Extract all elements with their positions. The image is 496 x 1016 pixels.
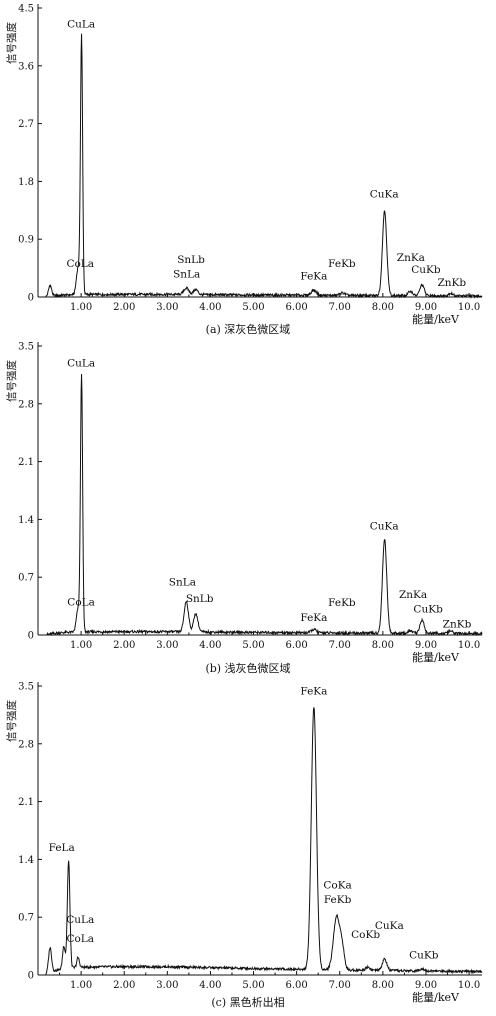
peak-label: CuKb [411, 264, 441, 276]
y-tick-label: 2.8 [18, 739, 34, 750]
x-tick-label: 9.00 [415, 980, 437, 991]
y-tick-label: 2.1 [18, 457, 34, 468]
peak-label: CoLa [66, 933, 94, 945]
y-axis-label: 信号强度 [5, 22, 18, 64]
peak-label: FeKa [300, 271, 327, 283]
peak-label: FeLa [49, 842, 75, 854]
x-tick-label: 7.00 [329, 302, 351, 313]
peak-label: CuKa [370, 520, 399, 532]
peak-label: CoLa [66, 258, 94, 270]
peak-label: FeKa [300, 685, 327, 697]
peak-label: ZnKa [397, 252, 425, 264]
peak-label: FeKb [328, 258, 356, 270]
y-tick-label: 0.7 [18, 913, 34, 924]
x-tick-label: 3.00 [156, 302, 178, 313]
y-tick-label: 0 [28, 971, 34, 982]
peak-label: SnLa [173, 269, 200, 281]
x-tick-label: 1.00 [70, 302, 92, 313]
x-tick-label: 8.00 [372, 640, 394, 651]
peak-label: CuKb [409, 949, 439, 961]
peak-label: CuLa [67, 358, 95, 370]
y-tick-label: 2.1 [18, 797, 34, 808]
x-tick-label: 8.00 [372, 980, 394, 991]
y-tick-label: 1.4 [18, 515, 34, 526]
x-axis-label: 能量/keV [412, 312, 460, 326]
peak-label: SnLb [177, 254, 205, 266]
x-tick-label: 6.00 [286, 640, 308, 651]
x-tick-label: 9.00 [415, 640, 437, 651]
x-axis-label: 能量/keV [412, 990, 460, 1004]
peak-label: CuKb [413, 604, 443, 616]
y-tick-label: 3.5 [18, 342, 34, 353]
x-tick-label: 3.00 [156, 980, 178, 991]
y-tick-label: 3.5 [18, 682, 34, 693]
y-tick-label: 2.7 [18, 119, 34, 130]
peak-label: CuLa [67, 18, 95, 30]
peak-label: CuKa [375, 920, 404, 932]
x-tick-label: 10.0 [458, 640, 480, 651]
x-tick-label: 2.00 [113, 980, 135, 991]
peak-label: CoLa [67, 596, 95, 608]
spectrum-line [45, 374, 483, 637]
peak-label: FeKb [324, 894, 352, 906]
x-tick-label: 10.0 [458, 302, 480, 313]
y-tick-label: 1.8 [18, 177, 34, 188]
x-tick-label: 4.00 [199, 980, 221, 991]
spectrum-line [45, 33, 483, 299]
x-tick-label: 7.00 [329, 980, 351, 991]
x-tick-label: 5.00 [242, 640, 264, 651]
peak-label: CuLa [66, 914, 94, 926]
panel-caption: (a) 深灰色微区域 [206, 322, 291, 336]
spectrum-line [45, 707, 483, 975]
x-tick-label: 5.00 [242, 302, 264, 313]
peak-label: CoKb [351, 929, 380, 941]
x-tick-label: 10.0 [458, 980, 480, 991]
x-axis-label: 能量/keV [412, 650, 460, 664]
y-tick-label: 0.7 [18, 573, 34, 584]
peak-label: SnLa [169, 576, 196, 588]
peak-label: CoKa [323, 879, 351, 891]
x-tick-label: 5.00 [242, 980, 264, 991]
spectrum-panel-3: 0 0.7 1.4 2.1 2.8 3.5 1.00 2.00 3.00 4.00 5.00 6.00… [5, 682, 483, 1009]
panel-caption: (c) 黑色析出相 [211, 995, 284, 1009]
x-tick-label: 2.00 [113, 302, 135, 313]
y-tick-label: 0.9 [18, 235, 34, 246]
peak-label: CuKa [370, 188, 399, 200]
peak-label: ZnKa [399, 589, 427, 601]
y-tick-label: 2.8 [18, 399, 34, 410]
spectrum-panel-2: 0 0.7 1.4 2.1 2.8 3.5 1.00 2.00 3.00 4.00 5.00 6.00… [5, 342, 483, 675]
x-tick-label: 4.00 [199, 302, 221, 313]
y-axis-label: 信号强度 [5, 360, 18, 402]
y-tick-label: 1.4 [18, 855, 34, 866]
y-tick-label: 3.6 [18, 61, 34, 72]
y-tick-label: 0 [28, 631, 34, 642]
y-tick-label: 0 [28, 293, 34, 304]
x-tick-label: 6.00 [286, 302, 308, 313]
peak-label: FeKb [328, 597, 356, 609]
x-tick-label: 1.00 [70, 980, 92, 991]
spectrum-panel-1: 0 0.9 1.8 2.7 3.6 4.5 1.00 2.00 3.00 4.00 5.00 6.00… [5, 4, 483, 336]
x-tick-label: 6.00 [286, 980, 308, 991]
peak-label: FeKa [300, 612, 327, 624]
x-tick-label: 9.00 [415, 302, 437, 313]
panel-caption: (b) 浅灰色微区域 [205, 661, 290, 675]
y-axis-label: 信号强度 [5, 700, 18, 742]
x-tick-label: 2.00 [113, 640, 135, 651]
peak-label: ZnKb [438, 277, 467, 289]
x-tick-label: 3.00 [156, 640, 178, 651]
peak-label: ZnKb [443, 619, 472, 631]
y-tick-label: 4.5 [18, 4, 34, 15]
x-tick-label: 1.00 [70, 640, 92, 651]
x-tick-label: 7.00 [329, 640, 351, 651]
x-tick-label: 8.00 [372, 302, 394, 313]
peak-label: SnLb [186, 593, 214, 605]
x-tick-label: 4.00 [199, 640, 221, 651]
